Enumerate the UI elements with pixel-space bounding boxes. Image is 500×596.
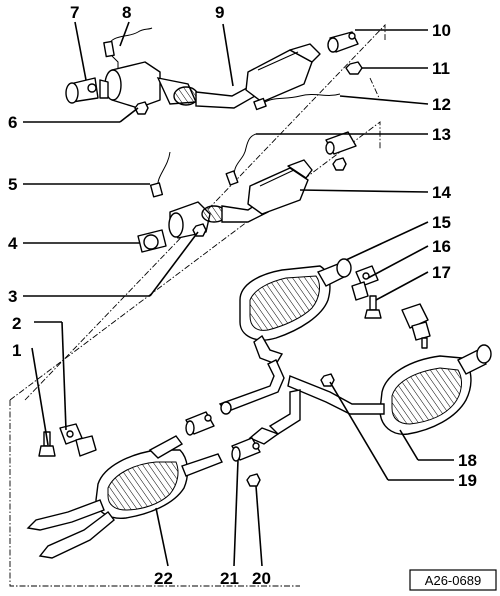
nut-6 — [134, 101, 149, 115]
callout-22: 22 — [154, 569, 173, 588]
front-pipe-catalytic-converter-upper — [104, 43, 321, 109]
oxygen-sensor-5 — [149, 151, 171, 198]
drawing-code-box: A26-0689 — [409, 569, 497, 591]
callout-6: 6 — [8, 113, 17, 132]
callout-16: 16 — [432, 237, 451, 256]
callout-1: 1 — [12, 341, 21, 360]
callout-13: 13 — [432, 125, 451, 144]
oxygen-sensor-8 — [103, 27, 153, 68]
callout-4: 4 — [8, 234, 18, 253]
callout-2: 2 — [12, 314, 21, 333]
callout-20: 20 — [252, 569, 271, 588]
clamp-upper-right — [325, 131, 357, 171]
bolt-17 — [364, 295, 382, 319]
callout-3: 3 — [8, 287, 17, 306]
clamp-left-front — [185, 411, 215, 436]
oxygen-sensor-12 — [253, 93, 341, 111]
callout-12: 12 — [432, 95, 451, 114]
nut-11 — [345, 61, 363, 75]
flange-gasket-7 — [65, 77, 109, 104]
callout-15: 15 — [432, 213, 451, 232]
front-pipe-catalytic-converter-lower — [168, 159, 313, 239]
nut-3 — [192, 223, 207, 237]
hanger-right — [401, 303, 431, 349]
clamp-21 — [231, 437, 261, 462]
callout-8: 8 — [122, 3, 131, 22]
callout-10: 10 — [432, 21, 451, 40]
rear-silencer-18 — [379, 344, 492, 435]
centre-silencer-15 — [239, 258, 352, 365]
callout-21: 21 — [220, 569, 239, 588]
flange-4 — [137, 229, 167, 253]
hanger-16 — [351, 265, 379, 301]
callout-9: 9 — [215, 3, 224, 22]
nut-20 — [246, 473, 261, 487]
leader-lines — [23, 21, 454, 567]
intermediate-pipes — [218, 359, 385, 445]
callout-5: 5 — [8, 175, 17, 194]
assembly-guide-lines — [9, 23, 386, 587]
clamp-10 — [327, 31, 359, 53]
callout-18: 18 — [458, 451, 477, 470]
drawing-code: A26-0689 — [425, 573, 481, 588]
front-silencer-22 — [26, 435, 223, 559]
callout-labels: 1 2 3 4 5 6 7 8 9 10 11 12 13 14 15 16 1… — [8, 3, 477, 588]
callout-17: 17 — [432, 263, 451, 282]
callout-14: 14 — [432, 183, 451, 202]
callout-7: 7 — [70, 3, 79, 22]
callout-11: 11 — [432, 59, 450, 78]
oxygen-sensor-13 — [225, 133, 257, 186]
callout-19: 19 — [458, 471, 477, 490]
hanger-2 — [59, 423, 97, 457]
